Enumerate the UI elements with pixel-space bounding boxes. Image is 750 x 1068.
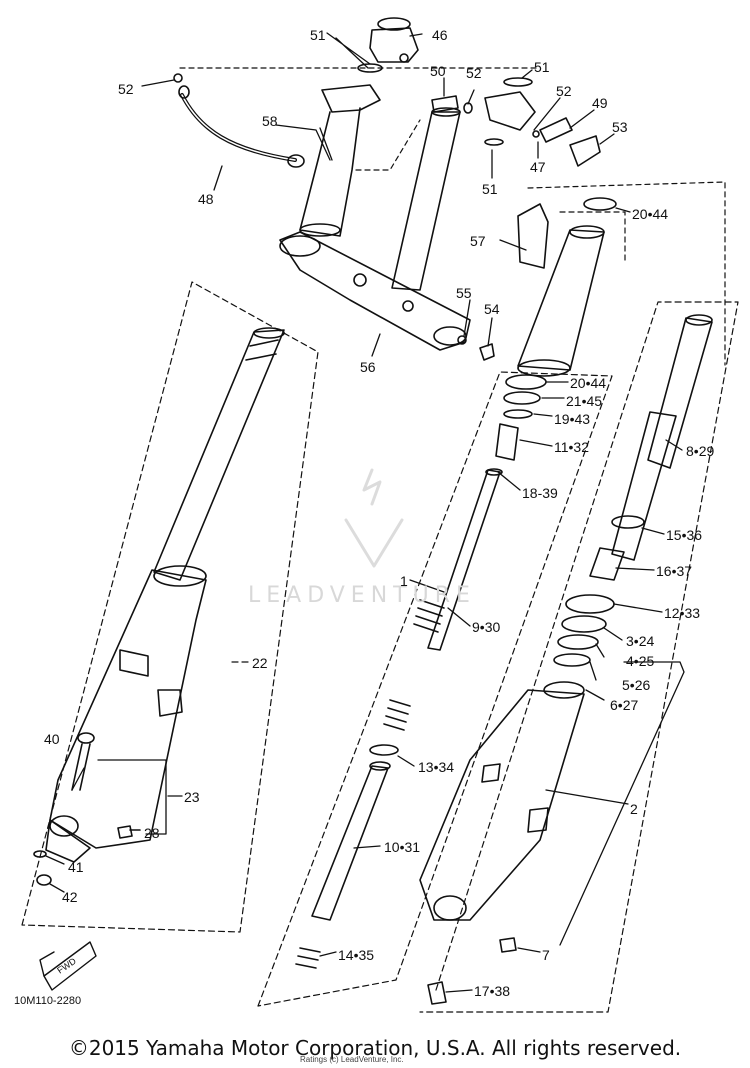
watermark-text: LEADVENTURE bbox=[248, 583, 476, 608]
callout-51: 51 bbox=[310, 27, 326, 43]
callout-47: 47 bbox=[530, 159, 546, 175]
callout-52: 52 bbox=[466, 65, 482, 81]
left-fork-leg bbox=[45, 327, 285, 863]
callout-4-25: 4•25 bbox=[626, 653, 654, 669]
callout-52: 52 bbox=[118, 81, 134, 97]
damper-rod-assembly bbox=[295, 374, 547, 969]
screw-28 bbox=[117, 825, 141, 839]
left-fork-outline bbox=[21, 281, 319, 933]
callout-21-45: 21•45 bbox=[566, 393, 602, 409]
callout-53: 53 bbox=[612, 119, 628, 135]
lower-triple-clamp-56 bbox=[279, 231, 495, 361]
steering-stem bbox=[391, 107, 461, 291]
upper-bracket-46 bbox=[357, 17, 419, 73]
callout-51: 51 bbox=[482, 181, 498, 197]
callout-58: 58 bbox=[262, 113, 278, 129]
callout-40: 40 bbox=[44, 731, 60, 747]
callout-57: 57 bbox=[470, 233, 486, 249]
callout-41: 41 bbox=[68, 859, 84, 875]
fwd-arrow-icon bbox=[39, 941, 97, 991]
caliper-bracket-57 bbox=[517, 197, 617, 377]
callout-11-32: 11•32 bbox=[554, 439, 589, 455]
callout-49: 49 bbox=[592, 95, 608, 111]
screw-42 bbox=[36, 874, 52, 886]
callout-3-24: 3•24 bbox=[626, 633, 654, 649]
callout-28: 28 bbox=[144, 825, 160, 841]
callout-5-26: 5•26 bbox=[622, 677, 650, 693]
bolt-40 bbox=[71, 732, 95, 791]
top-assembly-outline bbox=[179, 67, 726, 366]
callout-56: 56 bbox=[360, 359, 376, 375]
copyright-notice: ©2015 Yamaha Motor Corporation, U.S.A. A… bbox=[68, 1036, 682, 1060]
callout-42: 42 bbox=[62, 889, 78, 905]
leader-lines bbox=[45, 32, 685, 993]
washer-41 bbox=[33, 850, 47, 858]
callout-23: 23 bbox=[184, 789, 200, 805]
drawing-id: 10M110-2280 bbox=[14, 995, 81, 1007]
right-fork-leg bbox=[419, 314, 713, 1005]
callout-16-37: 16•37 bbox=[656, 563, 692, 579]
callout-2: 2 bbox=[630, 801, 638, 817]
callout-20-44: 20•44 bbox=[570, 375, 606, 391]
handlebar-holder-58 bbox=[299, 84, 381, 237]
callout-1: 1 bbox=[400, 573, 408, 589]
brake-hose-48 bbox=[173, 73, 305, 168]
callout-10-31: 10•31 bbox=[384, 839, 420, 855]
callout-6-27: 6•27 bbox=[610, 697, 638, 713]
callout-12-33: 12•33 bbox=[664, 605, 700, 621]
right-fork-outline bbox=[419, 301, 739, 1013]
callout-14-35: 14•35 bbox=[338, 947, 374, 963]
callout-labels: 51 46 52 50 52 51 52 49 53 58 48 51 47 2… bbox=[44, 27, 714, 999]
right-upper-bracket-47 bbox=[484, 77, 601, 167]
callout-15-36: 15•36 bbox=[666, 527, 702, 543]
callout-19-43: 19•43 bbox=[554, 411, 590, 427]
callout-52: 52 bbox=[556, 83, 572, 99]
callout-13-34: 13•34 bbox=[418, 759, 454, 775]
callout-54: 54 bbox=[484, 301, 500, 317]
callout-20-44: 20•44 bbox=[632, 206, 668, 222]
callout-8-29: 8•29 bbox=[686, 443, 714, 459]
bolt-50 bbox=[431, 95, 473, 114]
callout-18-39: 18-39 bbox=[522, 485, 558, 501]
callout-55: 55 bbox=[456, 285, 472, 301]
leadventure-watermark bbox=[344, 468, 404, 568]
callout-46: 46 bbox=[432, 27, 448, 43]
callout-50: 50 bbox=[430, 63, 446, 79]
copyright-subnote: Ratings (c) LeadVenture, Inc. bbox=[300, 1055, 404, 1064]
callout-7: 7 bbox=[542, 947, 550, 963]
callout-48: 48 bbox=[198, 191, 214, 207]
callout-51: 51 bbox=[534, 59, 550, 75]
callout-17-38: 17•38 bbox=[474, 983, 510, 999]
callout-9-30: 9•30 bbox=[472, 619, 500, 635]
callout-22: 22 bbox=[252, 655, 268, 671]
